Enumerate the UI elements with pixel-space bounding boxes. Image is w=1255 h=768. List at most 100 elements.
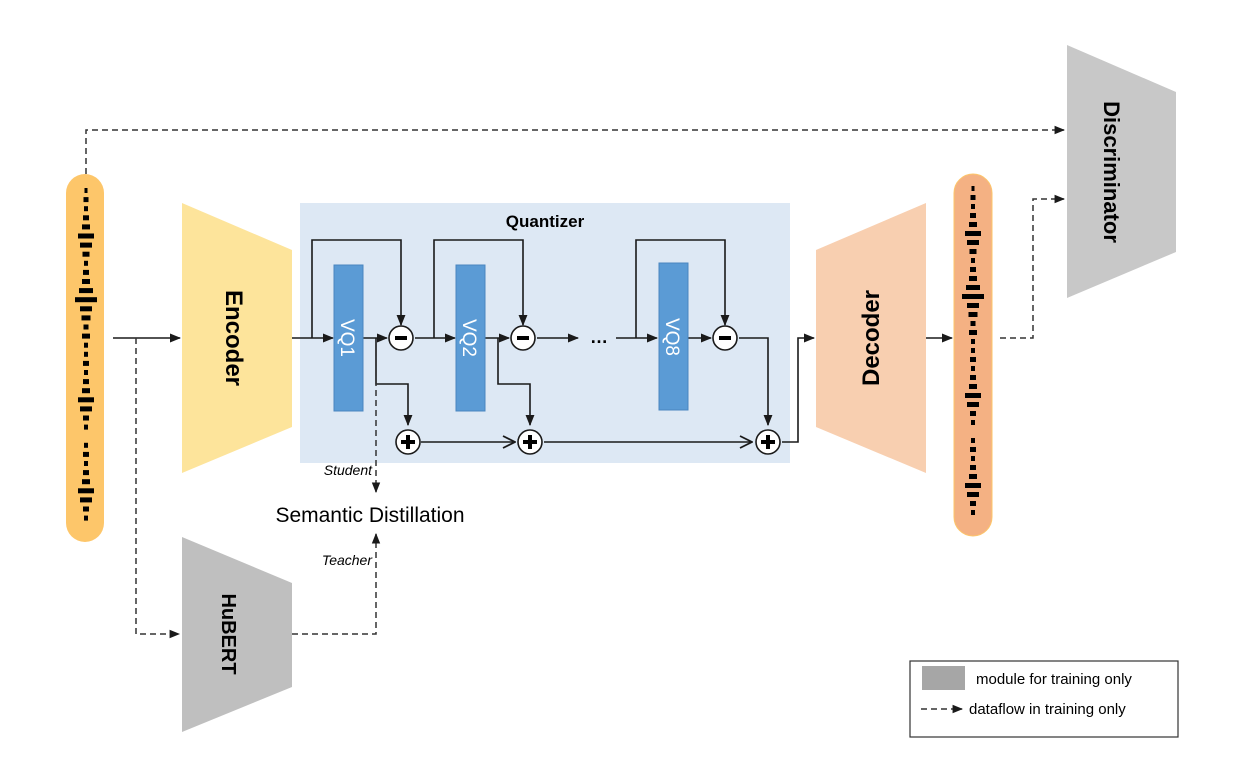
waveform-bar <box>75 297 97 303</box>
waveform-bar <box>969 249 977 254</box>
waveform-bar <box>84 206 88 212</box>
encoder-label: Encoder <box>220 290 247 386</box>
waveform-bar <box>83 379 89 385</box>
waveform-bar <box>970 465 976 470</box>
waveform-bar <box>970 375 976 380</box>
decoder-module: Decoder <box>816 203 926 473</box>
waveform-bar <box>971 339 975 344</box>
add-node-3 <box>755 429 781 455</box>
waveform-bar <box>962 294 984 299</box>
waveform-bar <box>970 357 976 362</box>
waveform-bar <box>971 204 975 209</box>
waveform-bar <box>83 506 89 512</box>
waveform-bar <box>969 474 977 479</box>
waveform-bar <box>84 442 88 448</box>
discriminator-module: Discriminator <box>1067 45 1176 298</box>
semantic-distillation-label: Semantic Distillation <box>275 504 464 527</box>
waveform-bar <box>84 342 88 348</box>
waveform-bar <box>79 288 93 294</box>
waveform-bar <box>83 415 89 421</box>
waveform-bar <box>971 438 975 443</box>
waveform-bar <box>84 461 88 466</box>
waveform-bar <box>78 488 94 494</box>
waveform-bar <box>970 213 976 218</box>
vq1-label: VQ1 <box>336 319 357 357</box>
subtract-node-2 <box>510 325 536 351</box>
vq8-block: VQ8 <box>658 262 689 411</box>
dashed-input-to-discriminator <box>85 125 1066 174</box>
waveform-bar <box>969 222 977 227</box>
waveform-bars <box>962 186 984 515</box>
quantizer-panel <box>300 203 790 463</box>
waveform-bar <box>967 402 979 407</box>
waveform-bar <box>969 384 977 389</box>
waveform-bar <box>80 306 92 312</box>
waveform-bar <box>82 251 90 257</box>
decoder-label: Decoder <box>858 290 885 386</box>
waveform-bar <box>965 231 981 236</box>
waveform-bar <box>965 393 981 398</box>
waveform-bar <box>78 233 94 239</box>
waveform-bar <box>971 456 975 461</box>
waveform-bar <box>84 188 88 193</box>
waveform-bar <box>83 269 89 275</box>
waveform-bar <box>970 267 976 272</box>
waveform-bar <box>970 321 976 326</box>
waveform-bar <box>84 370 88 375</box>
waveform-bar <box>966 285 980 290</box>
waveform-bar <box>965 483 981 488</box>
hubert-module: HuBERT <box>182 537 292 732</box>
arrow-skip-vq1 <box>311 239 406 338</box>
waveform-bar <box>82 224 90 230</box>
quantizer-label: Quantizer <box>506 212 585 231</box>
waveform-bar <box>970 195 976 200</box>
dashed-input-to-hubert <box>135 338 181 639</box>
waveform-bar <box>80 242 92 248</box>
waveform-bar <box>81 315 91 321</box>
waveform-bar <box>82 388 90 394</box>
teacher-label: Teacher <box>322 552 373 568</box>
waveform-bar <box>83 215 89 221</box>
encoder-module: Encoder <box>182 203 292 473</box>
waveform-bar <box>969 276 977 281</box>
vq2-label: VQ2 <box>458 319 479 357</box>
waveform-bar <box>83 197 89 203</box>
input-waveform <box>66 174 104 542</box>
student-label: Student <box>324 462 373 478</box>
waveform-bar <box>83 470 89 476</box>
waveform-bar <box>971 186 975 191</box>
dashed-hubert-to-distillation <box>292 532 381 635</box>
waveform-bar <box>971 348 975 353</box>
dashed-output-to-discriminator <box>1000 194 1066 339</box>
vq8-label: VQ8 <box>661 318 682 356</box>
ellipsis: … <box>590 327 608 347</box>
vq1-block: VQ1 <box>333 264 364 412</box>
hubert-label: HuBERT <box>217 593 239 674</box>
waveform-bar <box>83 451 89 457</box>
legend-swatch-training-module <box>922 666 965 690</box>
waveform-bar <box>971 258 975 263</box>
waveform-bar <box>970 501 976 506</box>
waveform-bar <box>82 333 90 339</box>
arrow-sub8-to-add3 <box>739 337 773 427</box>
waveform-bar <box>80 406 92 412</box>
waveform-bar <box>971 366 975 371</box>
arrow-add3-to-decoder <box>782 333 816 443</box>
waveform-bar <box>84 260 88 266</box>
waveform-bar <box>82 479 90 485</box>
waveform-bar <box>84 515 88 521</box>
arrow-skip-vq2 <box>433 239 528 338</box>
subtract-node-1 <box>388 325 414 351</box>
arrow-skip-vq8 <box>635 239 730 338</box>
waveform-bar <box>967 240 979 245</box>
arrow-vq2-to-add2 <box>497 338 535 427</box>
waveform-bar <box>83 360 89 366</box>
waveform-bar <box>78 397 94 403</box>
output-waveform <box>953 173 993 537</box>
waveform-bar <box>971 510 975 515</box>
waveform-bar <box>84 351 88 357</box>
waveform-bar <box>971 420 975 425</box>
waveform-bar <box>82 279 90 284</box>
waveform-bar <box>969 330 977 335</box>
